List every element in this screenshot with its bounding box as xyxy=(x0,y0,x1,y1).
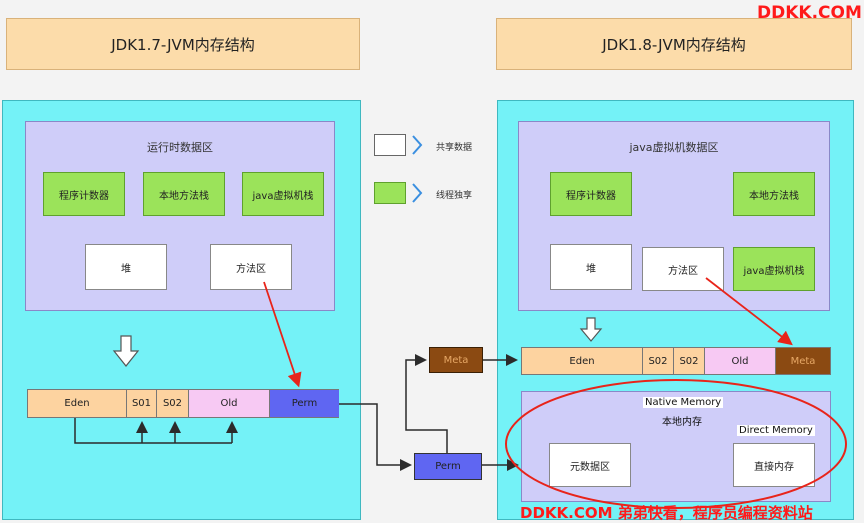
jdk17-eden-label: Eden xyxy=(64,398,90,409)
direct-memory-en: Direct Memory xyxy=(737,425,815,436)
jdk18-heap: 堆 xyxy=(550,244,632,290)
native-memory-en: Native Memory xyxy=(643,397,724,408)
jdk17-heap-label: 堆 xyxy=(121,263,131,275)
jdk17-s02-label: S02 xyxy=(162,398,183,409)
jdk18-s02a: S02 xyxy=(643,348,674,374)
legend-private-label: 线程独享 xyxy=(436,191,473,201)
jdk18-metaspace-label: 元数据区 xyxy=(570,461,610,473)
jdk18-old-label: Old xyxy=(731,355,749,367)
jdk17-method-area: 方法区 xyxy=(210,244,292,290)
jdk17-pc-register: 程序计数器 xyxy=(43,172,125,216)
jdk17-title: JDK1.7-JVM内存结构 xyxy=(6,18,360,70)
jdk17-old-label: Old xyxy=(220,398,238,409)
jdk17-s01: S01 xyxy=(127,390,157,417)
legend-shared-swatch xyxy=(374,134,406,156)
jdk18-method-area-to-meta-arrow xyxy=(705,277,793,346)
jdk18-meta-label: Meta xyxy=(790,355,816,367)
jdk17-old: Old xyxy=(189,390,270,417)
meta-up-line xyxy=(405,354,448,453)
vm-area-label: java虚拟机数据区 xyxy=(629,141,719,154)
jdk17-native-stack-label: 本地方法栈 xyxy=(159,190,209,202)
jdk18-title-text: JDK1.8-JVM内存结构 xyxy=(602,35,746,54)
jdk17-native-stack: 本地方法栈 xyxy=(143,172,225,216)
jdk18-method-area-label: 方法区 xyxy=(668,265,698,277)
jdk18-s02a-label: S02 xyxy=(648,355,668,367)
jdk18-direct-memory: 直接内存 xyxy=(733,443,815,487)
jdk17-perm: Perm xyxy=(270,390,339,417)
jdk17-eden: Eden xyxy=(28,390,127,417)
jdk18-direct-memory-label: 直接内存 xyxy=(754,461,794,473)
jdk18-native-stack-label: 本地方法栈 xyxy=(749,190,799,202)
legend-shared-label: 共享数据 xyxy=(436,143,473,153)
jdk17-method-area-to-perm-arrow xyxy=(263,281,302,388)
jdk18-native-stack: 本地方法栈 xyxy=(733,172,815,216)
jdk17-perm-label: Perm xyxy=(291,398,318,409)
jdk17-java-stack: java虚拟机栈 xyxy=(242,172,324,216)
jdk18-java-stack: java虚拟机栈 xyxy=(733,247,815,291)
perm-to-middle-perm-line xyxy=(339,403,412,471)
jdk18-eden: Eden xyxy=(522,348,643,374)
jdk18-s02b-label: S02 xyxy=(679,355,699,367)
jdk18-s02b: S02 xyxy=(674,348,705,374)
middle-meta-label: Meta xyxy=(443,354,469,366)
jdk18-pc-register: 程序计数器 xyxy=(550,172,632,216)
runtime-area-label: 运行时数据区 xyxy=(147,141,213,154)
jdk18-title: JDK1.8-JVM内存结构 xyxy=(496,18,852,70)
jdk18-memory-bar: Eden S02 S02 Old Meta xyxy=(521,347,831,375)
jdk17-title-text: JDK1.7-JVM内存结构 xyxy=(111,35,255,54)
middle-meta-box: Meta xyxy=(429,347,483,373)
jdk17-heap: 堆 xyxy=(85,244,167,290)
jdk18-down-arrow-icon xyxy=(579,317,603,342)
jdk18-java-stack-label: java虚拟机栈 xyxy=(743,265,805,277)
watermark-bottom: DDKK.COM 弟弟快看，程序员编程资料站 xyxy=(520,504,813,522)
jdk18-old: Old xyxy=(705,348,776,374)
jdk18-method-area: 方法区 xyxy=(642,247,724,291)
jdk18-pc-register-label: 程序计数器 xyxy=(566,190,616,202)
jdk18-metaspace: 元数据区 xyxy=(549,443,631,487)
jdk17-gc-flow-lines xyxy=(74,418,238,444)
jdk18-eden-label: Eden xyxy=(569,355,595,367)
legend-private-swatch xyxy=(374,182,406,204)
jdk17-s01-label: S01 xyxy=(131,398,152,409)
native-memory-highlight-ellipse xyxy=(505,379,847,509)
jdk18-heap-label: 堆 xyxy=(586,263,596,275)
legend-shared-chevron-icon xyxy=(412,135,423,155)
middle-perm-box: Perm xyxy=(414,453,482,480)
jdk17-s02: S02 xyxy=(157,390,189,417)
jdk17-java-stack-label: java虚拟机栈 xyxy=(252,190,314,202)
jdk17-down-arrow-icon xyxy=(112,335,140,367)
jdk17-method-area-label: 方法区 xyxy=(236,263,266,275)
jdk17-pc-register-label: 程序计数器 xyxy=(59,190,109,202)
native-memory-cn: 本地内存 xyxy=(662,417,702,428)
jdk18-meta: Meta xyxy=(776,348,830,374)
jdk17-memory-bar: Eden S01 S02 Old Perm xyxy=(27,389,339,418)
middle-perm-label: Perm xyxy=(435,461,461,472)
legend-private-chevron-icon xyxy=(412,183,423,203)
